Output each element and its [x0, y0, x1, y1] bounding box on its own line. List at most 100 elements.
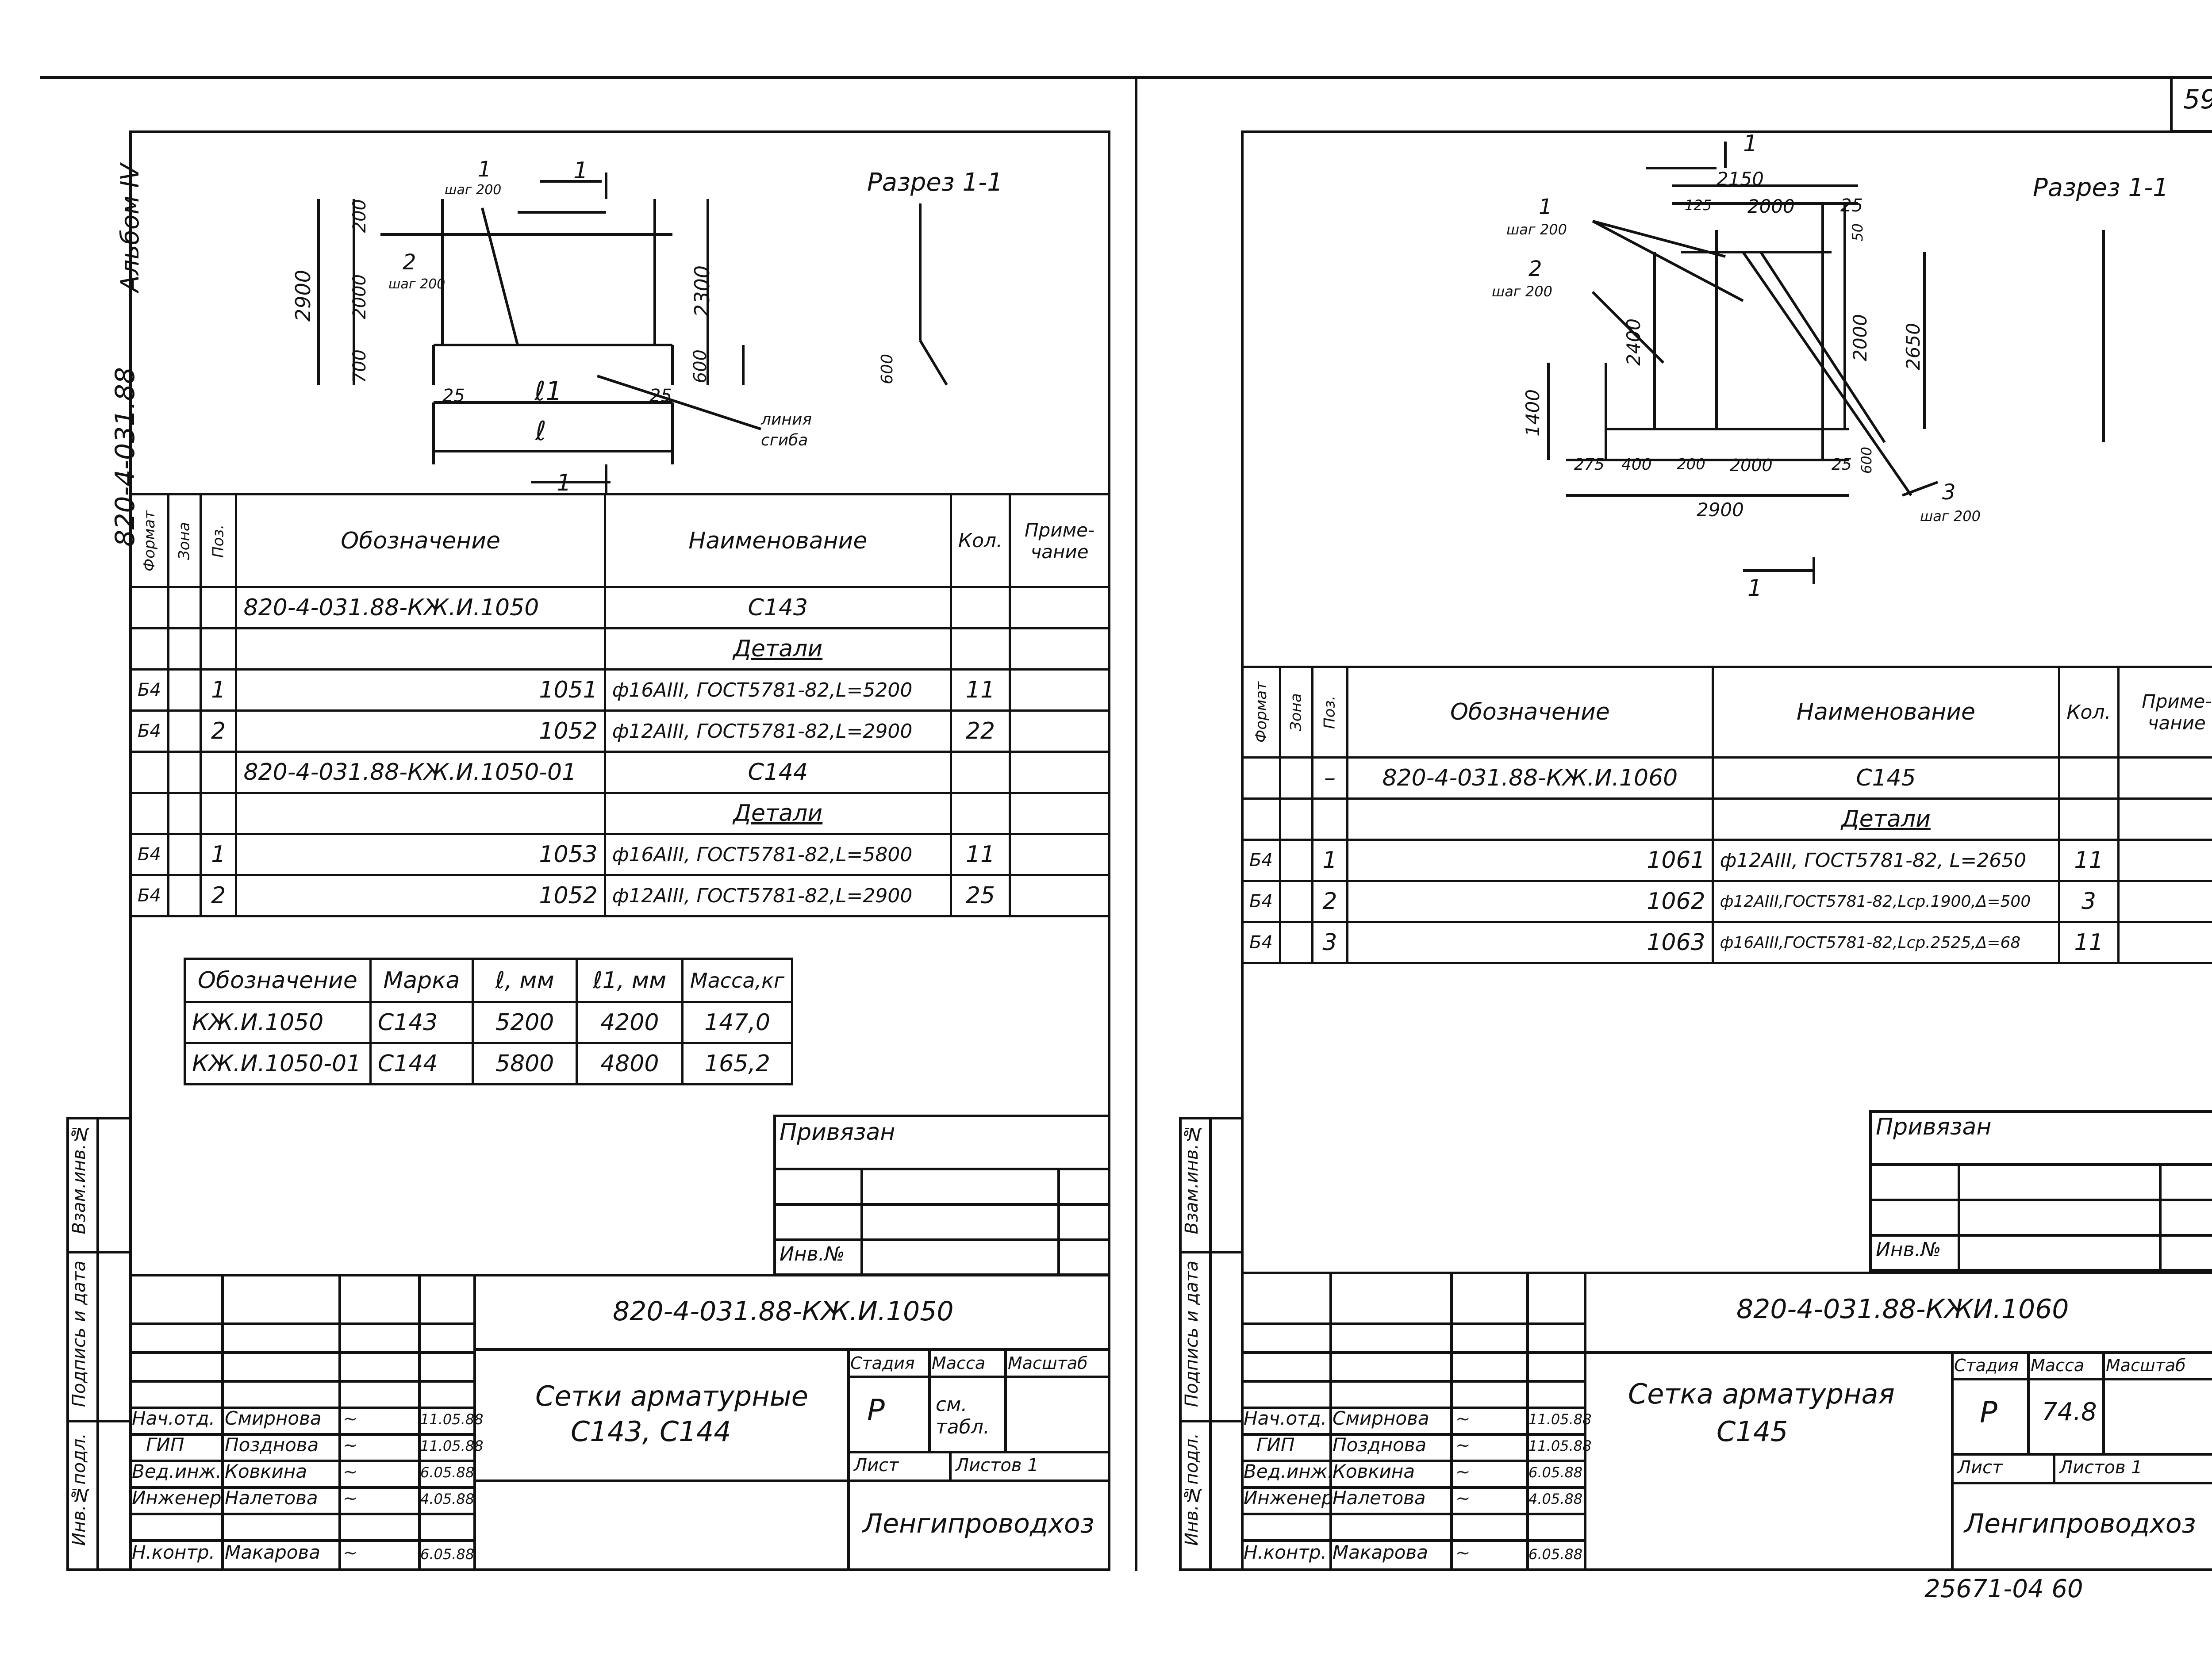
- right-tb-row-g: [1241, 1486, 1584, 1489]
- left-dim-200: 200: [349, 199, 370, 233]
- left-cut-mark-top: 1: [573, 157, 588, 184]
- left-title2: С143, С144: [571, 1415, 731, 1448]
- left-tb-h-title: [473, 1480, 847, 1482]
- right-priv-v2: [2159, 1163, 2162, 1272]
- left-bend-line-label2: сгиба: [761, 431, 808, 449]
- right-tb-row-a: [1241, 1322, 1584, 1325]
- right-staff-role-3: Инженер: [1244, 1487, 1333, 1509]
- right-staff-name-1: Позднова: [1333, 1434, 1427, 1456]
- right-tb-row-d: [1241, 1407, 1584, 1409]
- right-dim-50: 50: [1849, 223, 1866, 241]
- left-staff-role-3: Инженер: [132, 1487, 222, 1509]
- right-tb-v-name: [1450, 1272, 1453, 1571]
- right-dim-2000c: 2000: [1730, 456, 1773, 475]
- right-staff-sign-1: ~: [1455, 1435, 1471, 1456]
- right-staff-name-0: Смирнова: [1333, 1407, 1429, 1429]
- right-cut-mark-top: 1: [1743, 130, 1758, 157]
- right-tb-v-main: [1584, 1272, 1586, 1571]
- right-staff-sign-3: ~: [1455, 1488, 1471, 1509]
- right-spec-table: Формат Зона Поз. Обозначение Наименовани…: [1241, 666, 2212, 964]
- right-staff-role-0: Нач.отд.: [1244, 1407, 1327, 1429]
- left-side-inv: Инв.№подл.: [69, 1433, 89, 1546]
- right-staff-name-2: Ковкина: [1333, 1460, 1415, 1482]
- corner-note: 25671-04 60: [1924, 1575, 2083, 1603]
- left-cut-mark-bottom: 1: [557, 470, 572, 496]
- left-marks-table: Обозначение Марка ℓ, мм ℓ1, мм Масса,кг …: [184, 958, 793, 1085]
- left-scale-label: Масштаб: [1008, 1353, 1088, 1373]
- left-tb-row-b: [129, 1351, 473, 1354]
- right-side-strip-line1: [1179, 1251, 1244, 1253]
- right-pos2-step: шаг 200: [1492, 283, 1552, 300]
- col-name: Наименование: [603, 493, 952, 588]
- left-tb-row-a: [129, 1322, 473, 1325]
- right-pos1-label: 1: [1539, 195, 1552, 219]
- left-tb-row-i: [129, 1539, 473, 1542]
- col-qty: Кол.: [949, 493, 1011, 588]
- right-staff-name-4: Макарова: [1333, 1541, 1428, 1563]
- left-tb-row-d: [129, 1407, 473, 1409]
- right-dim-2150: 2150: [1717, 168, 1764, 190]
- right-tb-h-stage: [1951, 1378, 2212, 1380]
- left-side-strip-line1: [66, 1251, 132, 1253]
- left-doc-code: 820-4-031.88-КЖ.И.1050: [613, 1296, 954, 1327]
- left-tb-row-g: [129, 1486, 473, 1489]
- left-pos2-label: 2: [403, 250, 416, 275]
- left-tb-v-mass: [928, 1348, 931, 1451]
- left-dim-2300: 2300: [690, 265, 714, 318]
- col-note: Приме-чание: [2117, 666, 2212, 759]
- right-dim-2650: 2650: [1902, 323, 1924, 370]
- left-staff-role-1: ГИП: [146, 1434, 184, 1456]
- right-tb-row-c: [1241, 1380, 1584, 1383]
- left-sheet-label: Лист: [854, 1455, 899, 1476]
- left-stage-label: Стадия: [850, 1353, 915, 1373]
- right-tb-v-sheets: [2053, 1453, 2055, 1482]
- left-mass: см. табл.: [936, 1393, 990, 1438]
- right-side-sign: Подпись и дата: [1182, 1261, 1202, 1407]
- left-staff-name-3: Налетова: [225, 1487, 318, 1509]
- left-staff-role-2: Вед.инж.: [132, 1460, 222, 1482]
- right-tb-row-f: [1241, 1460, 1584, 1462]
- right-side-strip-line2: [1179, 1420, 1244, 1422]
- right-side-strip-divider: [1209, 1117, 1212, 1571]
- album-label: Альбом IV: [116, 164, 145, 292]
- left-tb-v-role: [221, 1274, 224, 1571]
- left-tb-v-name: [338, 1274, 341, 1571]
- right-sheet-label: Лист: [1958, 1457, 2003, 1478]
- left-stage: Р: [867, 1393, 885, 1427]
- left-staff-role-4: Н.контр.: [132, 1541, 215, 1563]
- left-staff-name-2: Ковкина: [225, 1460, 307, 1482]
- right-tb-v-mass: [2027, 1351, 2030, 1453]
- right-pos3-label: 3: [1942, 480, 1956, 505]
- left-side-strip-line2: [66, 1420, 132, 1422]
- left-pos1-step: шаг 200: [445, 182, 502, 198]
- right-dim-2900: 2900: [1697, 499, 1744, 521]
- right-stage: Р: [1980, 1395, 1997, 1430]
- right-staff-sign-4: ~: [1455, 1543, 1471, 1563]
- left-tb-h-code: [473, 1348, 1110, 1351]
- col-designation: Обозначение: [235, 493, 606, 588]
- right-dim-200: 200: [1677, 456, 1705, 473]
- right-side-vzam: Взам.инв.№: [1182, 1123, 1202, 1234]
- right-dim-1400: 1400: [1522, 389, 1544, 437]
- left-drawing: [317, 172, 948, 495]
- left-dim-2900: 2900: [291, 270, 315, 322]
- right-priv-line2: [1869, 1199, 2212, 1201]
- right-tb-row-b: [1241, 1351, 1584, 1354]
- left-dim-25a: 25: [442, 386, 465, 406]
- right-staff-role-2: Вед.инж.: [1244, 1460, 1333, 1482]
- right-staff-role-4: Н.контр.: [1244, 1541, 1327, 1563]
- left-dim-25b: 25: [649, 386, 672, 406]
- left-priv-line3: [773, 1238, 1110, 1241]
- left-inv-no: Инв.№: [780, 1243, 845, 1265]
- col-pos: Поз.: [200, 494, 236, 587]
- right-mass: 74.8: [2042, 1398, 2097, 1426]
- right-title: Сетка арматурная: [1628, 1378, 1895, 1410]
- right-sheets-label: Листов 1: [2059, 1457, 2143, 1478]
- right-tb-v-role: [1329, 1272, 1332, 1571]
- left-staff-name-4: Макарова: [225, 1541, 320, 1563]
- left-tb-row-e: [129, 1433, 473, 1436]
- right-staff-date-1: 11.05.88: [1528, 1437, 1592, 1454]
- left-tb-v-main: [473, 1274, 476, 1571]
